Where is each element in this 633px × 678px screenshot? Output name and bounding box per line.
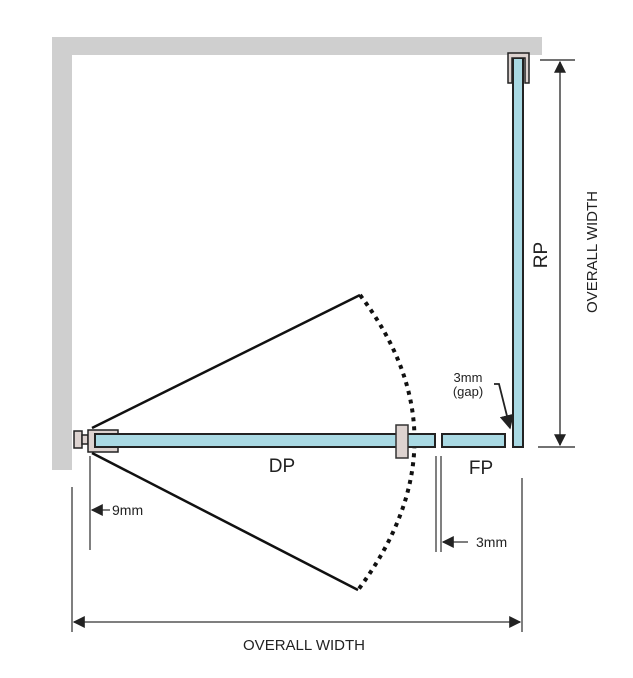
return-panel-label: RP	[531, 242, 552, 268]
door-panel-glass	[94, 433, 436, 448]
overall-width-right-label: OVERALL WIDTH	[584, 191, 601, 313]
fixed-panel-label: FP	[469, 458, 493, 479]
wall	[52, 37, 542, 470]
offset-9mm-label: 9mm	[112, 502, 143, 518]
return-panel-glass	[512, 57, 524, 448]
fixed-panel-glass	[441, 433, 506, 448]
door-swing-line-upper	[91, 293, 361, 430]
door-panel-label: DP	[269, 456, 295, 477]
overall-width-bottom-label: OVERALL WIDTH	[243, 637, 365, 654]
offset-9mm-dimension	[71, 456, 110, 632]
gap-value-label: 3mm	[454, 370, 483, 385]
door-swing-arc	[356, 293, 417, 592]
return-panel-wall-channel	[507, 52, 530, 84]
offset-3mm-dimension	[435, 456, 468, 552]
gap-note-label: (gap)	[453, 384, 483, 399]
door-swing-line-lower	[91, 451, 359, 592]
door-handle	[395, 424, 409, 459]
bottom-dimension	[72, 478, 523, 632]
offset-3mm-label: 3mm	[476, 534, 507, 550]
right-dimension	[538, 59, 575, 448]
gap-arrow	[494, 383, 514, 430]
